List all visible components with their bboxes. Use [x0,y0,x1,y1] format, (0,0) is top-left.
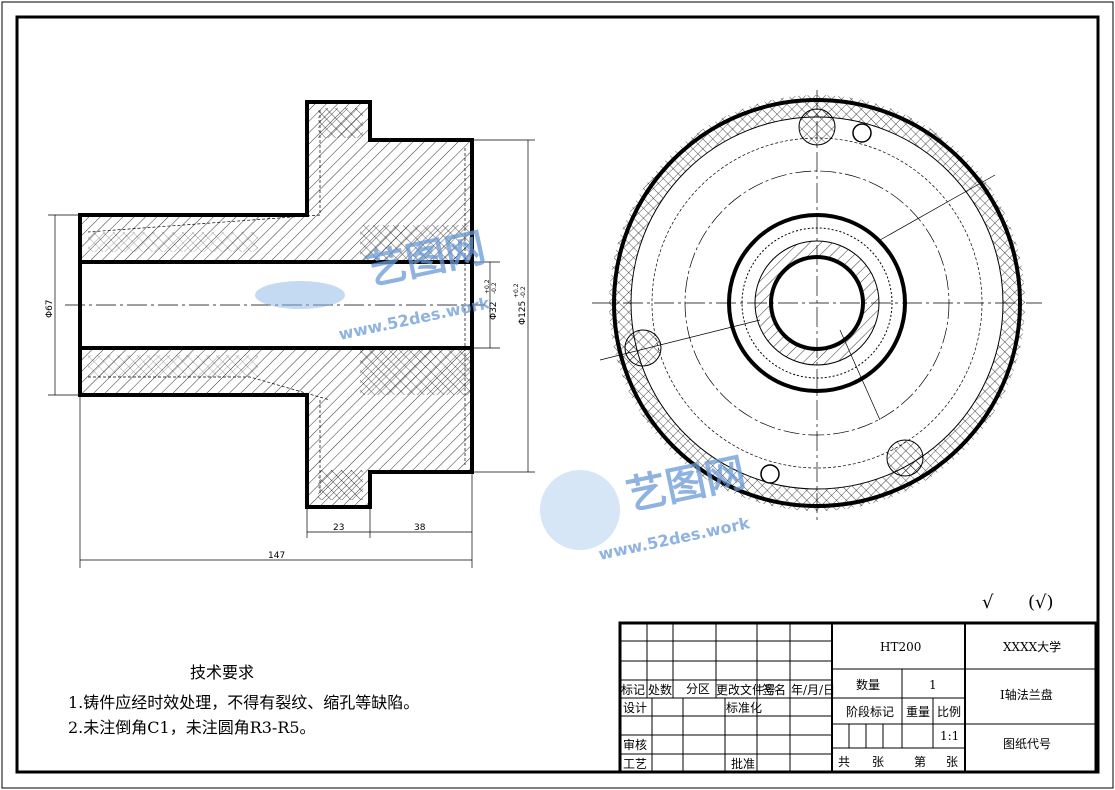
tb-sheet-no: 第 [914,755,926,769]
tb-quantity: 1 [929,678,937,692]
dim-len147: 147 [268,551,285,561]
tb-count: 处数 [648,682,672,697]
dim-d125-upper: +0.2 [513,283,520,298]
tb-mark: 标记 [621,683,645,697]
title-block-text: 标记 处数 分区 更改文件号 签名 年/月/日 设计 标准化 审核 工艺 批准 … [621,639,1061,771]
tech-requirement-item: 2.未注倒角C1，未注圆角R3-R5。 [68,718,316,737]
tb-weight: 重量 [906,705,930,719]
tb-sign: 签名 [762,682,786,697]
tech-requirements-title: 技术要求 [190,663,254,682]
tb-material: HT200 [880,640,921,654]
tech-requirement-item: 1.铸件应经时效处理，不得有裂纹、缩孔等缺陷。 [68,693,419,712]
dim-d32: Φ32 [489,301,499,320]
roughness-symbol: √ [982,592,994,613]
tb-change-doc: 更改文件号 [716,682,776,697]
dim-d125-lower: -0.2 [520,286,527,298]
watermark-url-2: www.52des.work [597,513,752,564]
tb-stage-mark: 阶段标记 [846,704,894,719]
tb-drawing-no: 图纸代号 [1003,737,1051,751]
tb-design: 设计 [623,701,647,715]
section-view [65,100,485,509]
tb-scale-label: 比例 [937,705,961,719]
dim-d32-upper: +0.2 [484,279,491,294]
tb-standardize: 标准化 [726,701,762,715]
tb-zone: 分区 [686,682,710,696]
end-view [592,90,1042,520]
tb-sheets: 张 [872,755,884,769]
dim-len38: 38 [414,523,426,533]
tb-process: 工艺 [623,757,647,771]
tb-quantity-label: 数量 [856,677,880,692]
tb-review: 审核 [623,737,647,752]
tb-part-name: I轴法兰盘 [1000,687,1053,702]
dim-d32-lower: -0.2 [491,282,498,294]
drawing-frame [15,15,1100,774]
tb-school: XXXX大学 [1003,639,1061,654]
title-block [618,621,1098,774]
tb-scale: 1:1 [940,729,959,743]
dim-d67: Φ67 [45,299,55,318]
tb-sheets2: 张 [946,755,958,769]
dimensions [48,139,535,568]
tb-approve: 批准 [731,756,755,771]
tb-date: 年/月/日 [791,683,835,697]
watermark-brand-2: 艺图网 [623,450,750,520]
dim-d125: Φ125 [518,301,528,325]
dim-len23: 23 [333,523,344,533]
tb-total: 共 [838,755,850,769]
roughness-general: (√) [1028,592,1054,613]
